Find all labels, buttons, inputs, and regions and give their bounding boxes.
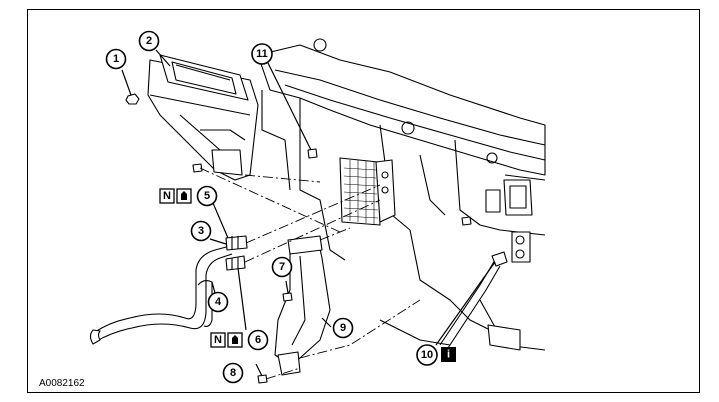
- callout-4: 4: [207, 291, 229, 313]
- callout-2: 2: [138, 30, 160, 52]
- figure-frame: [27, 9, 700, 393]
- callout-5: 5: [196, 185, 218, 207]
- callout-8: 8: [222, 362, 244, 384]
- callout-label-9: 9: [340, 322, 346, 334]
- callout-label-1: 1: [113, 53, 119, 65]
- callout-1: 1: [105, 48, 127, 70]
- callout-6: 6: [247, 329, 269, 351]
- bolt-part-8: [257, 374, 268, 384]
- bolt-part-7: [282, 292, 293, 302]
- fastener: [461, 216, 472, 226]
- lubricate-icon: [176, 188, 192, 204]
- leader-lines: [121, 49, 496, 377]
- alignment-lines: [199, 167, 421, 380]
- callout-3: 3: [190, 220, 212, 242]
- callout-label-7: 7: [279, 261, 285, 273]
- callout-9: 9: [332, 317, 354, 339]
- fastener: [192, 163, 203, 173]
- callout-label-10: 10: [421, 349, 433, 361]
- info-icon: i: [441, 347, 456, 362]
- new-part-icon: N: [210, 332, 226, 348]
- radiator-support: [257, 38, 546, 351]
- nut-part-1: [125, 93, 140, 105]
- info-icon-letter: i: [447, 349, 450, 361]
- callout-label-2: 2: [146, 35, 152, 47]
- callout-label-6: 6: [255, 334, 261, 346]
- new-part-icon: N: [159, 188, 175, 204]
- callout-label-3: 3: [198, 225, 204, 237]
- figure-id: A0082162: [39, 378, 85, 389]
- callout-11: 11: [251, 43, 273, 65]
- callout-label-4: 4: [215, 296, 222, 308]
- callout-label-5: 5: [204, 190, 210, 202]
- lubricate-icon: [227, 332, 243, 348]
- air-inlet-duct: [274, 235, 331, 376]
- callout-10: 10: [416, 344, 438, 366]
- new-part-icon-letter: N: [163, 190, 171, 202]
- air-cleaner-housing: [147, 54, 259, 181]
- new-part-icon-letter: N: [214, 334, 222, 346]
- bolt-part-11: [307, 148, 318, 159]
- radiator-core: [339, 157, 396, 226]
- callout-7: 7: [271, 256, 293, 278]
- callout-label-11: 11: [256, 48, 268, 60]
- callout-label-8: 8: [230, 367, 236, 379]
- hose-assembly: [89, 235, 248, 345]
